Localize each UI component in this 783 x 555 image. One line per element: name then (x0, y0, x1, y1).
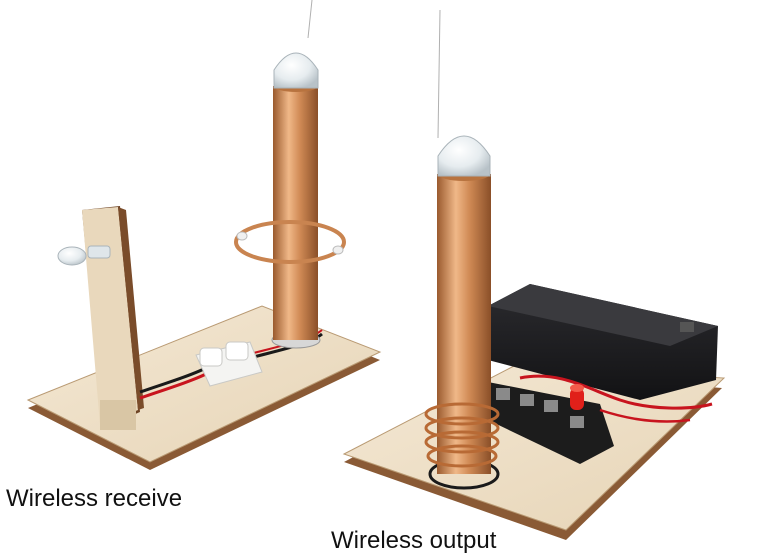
receiver-led (57, 245, 111, 266)
receiver-pickup-ring (234, 220, 346, 264)
transmitter-wire-red (519, 374, 713, 410)
receiver-glass-dome (273, 52, 319, 89)
terminal-connector (195, 341, 263, 387)
transmitter-glass-dome (437, 135, 491, 177)
power-switch (680, 322, 694, 332)
transmitter-antenna-wire (437, 9, 441, 139)
receiver-assembly (26, 0, 382, 470)
indicator-led (570, 384, 584, 410)
caption-wireless-output: Wireless output (331, 527, 497, 554)
caption-wireless-receive: Wireless receive (6, 485, 183, 512)
battery-box (488, 284, 718, 400)
receiver-copper-coil (271, 80, 321, 349)
receiver-antenna-wire (307, 0, 313, 39)
led-board (82, 206, 144, 430)
transmitter-assembly (342, 9, 726, 540)
receiver-wood-base (26, 305, 382, 470)
